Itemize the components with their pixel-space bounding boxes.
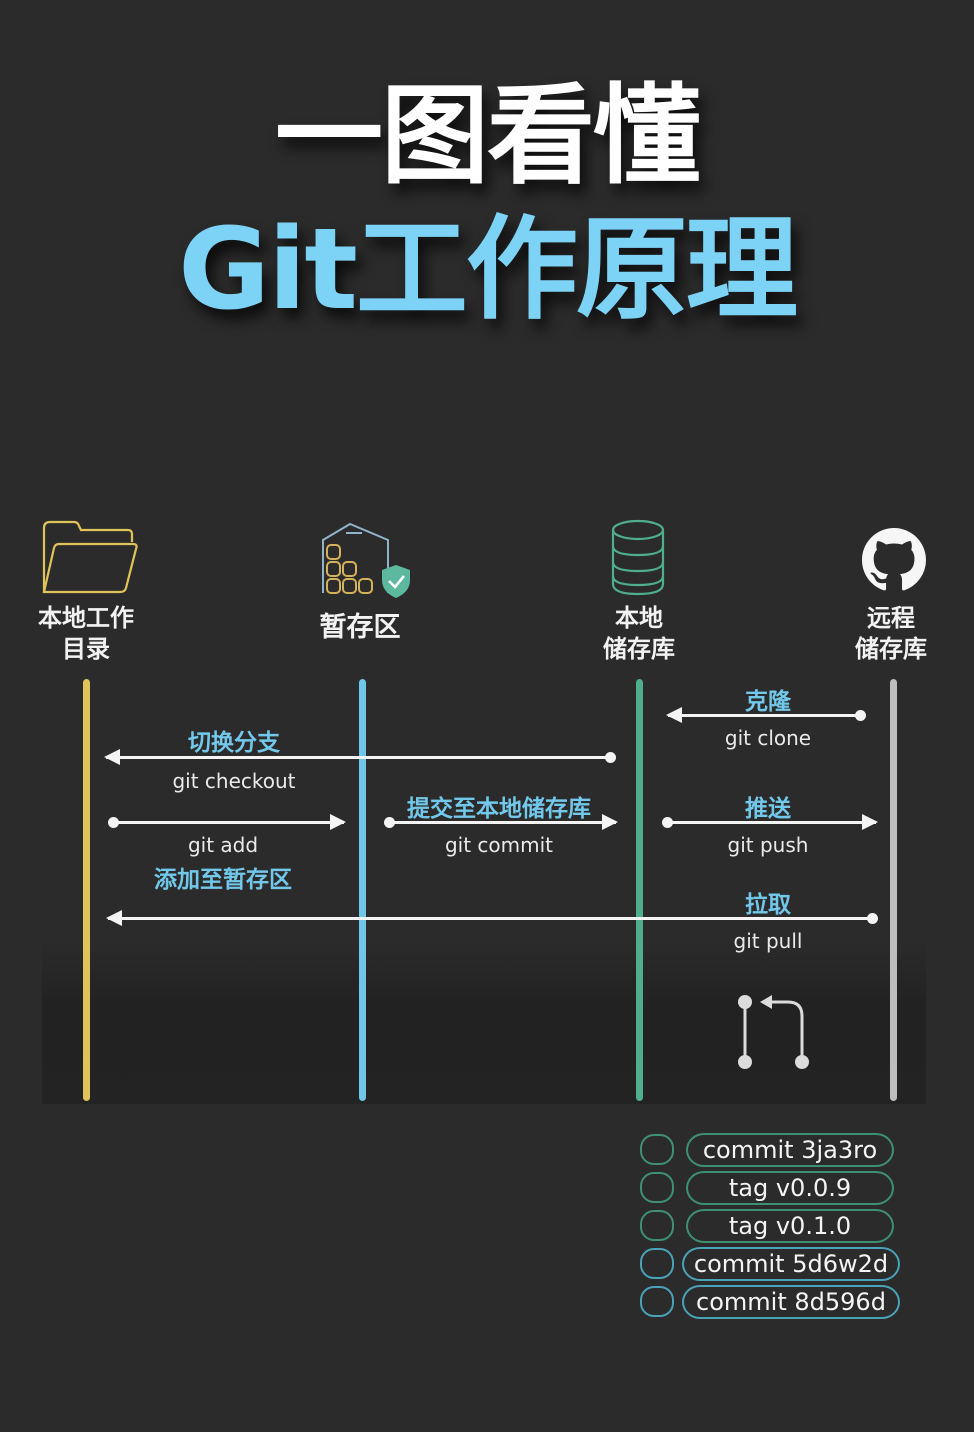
remote-repository-lifeline	[890, 679, 897, 1101]
arrow-origin-dot	[108, 817, 119, 828]
arrow-origin-dot	[662, 817, 673, 828]
push-arrow	[662, 814, 878, 830]
commit-history-text: tag v0.1.0	[686, 1209, 894, 1243]
arrow-head-left-icon	[104, 749, 120, 765]
arrow-head-left-icon	[106, 910, 122, 926]
clone-command: git clone	[724, 726, 812, 750]
working-directory-lifeline	[83, 679, 90, 1101]
add-label: 添加至暂存区	[154, 867, 292, 893]
clone-arrow	[666, 707, 866, 723]
title-line-1: 一图看懂	[274, 74, 701, 199]
remote-repository-label: 远程 储存库	[855, 604, 927, 663]
commit-history-text: commit 8d596d	[682, 1285, 900, 1319]
arrow-origin-dot	[867, 913, 878, 924]
commit-node-icon	[640, 1172, 674, 1203]
local-repository-label: 本地 储存库	[603, 604, 675, 663]
local-repository-lifeline	[636, 679, 643, 1101]
checkout-label: 切换分支	[188, 730, 280, 756]
arrow-head-right-icon	[862, 814, 878, 830]
commit-node-icon	[640, 1134, 674, 1165]
commit-node-icon	[640, 1286, 674, 1317]
title-line-2: Git工作原理	[178, 205, 798, 335]
push-command: git push	[727, 833, 809, 857]
clone-label: 克隆	[745, 689, 791, 715]
working-directory-label: 本地工作 目录	[38, 604, 134, 663]
checkout-command: git checkout	[172, 769, 296, 793]
pull-label: 拉取	[745, 892, 791, 918]
pull-command: git pull	[733, 929, 803, 953]
commit-label: 提交至本地储存库	[407, 796, 591, 822]
arrow-origin-dot	[384, 817, 395, 828]
staging-area-lifeline	[359, 679, 366, 1101]
add-command: git add	[187, 833, 259, 857]
commit-node-icon	[640, 1210, 674, 1241]
arrow-head-right-icon	[602, 814, 618, 830]
folder-icon	[42, 520, 138, 594]
checkout-arrow	[104, 749, 616, 765]
arrow-head-left-icon	[666, 707, 682, 723]
commit-history-text: commit 3ja3ro	[686, 1133, 894, 1167]
github-icon	[862, 528, 926, 591]
diagram-panel-shade	[42, 940, 926, 1104]
git-merge-icon	[738, 995, 809, 1069]
staging-area-label: 暂存区	[319, 612, 401, 643]
staging-warehouse-icon	[322, 522, 410, 598]
push-label: 推送	[745, 796, 791, 822]
arrow-origin-dot	[605, 752, 616, 763]
arrow-origin-dot	[855, 710, 866, 721]
add-arrow	[108, 814, 346, 830]
commit-node-icon	[640, 1248, 674, 1279]
commit-history-text: tag v0.0.9	[686, 1171, 894, 1205]
database-icon	[611, 519, 665, 596]
arrow-head-right-icon	[330, 814, 346, 830]
commit-command: git commit	[444, 833, 554, 857]
pull-arrow	[106, 910, 878, 926]
commit-arrow	[384, 814, 618, 830]
commit-history-text: commit 5d6w2d	[682, 1247, 900, 1281]
